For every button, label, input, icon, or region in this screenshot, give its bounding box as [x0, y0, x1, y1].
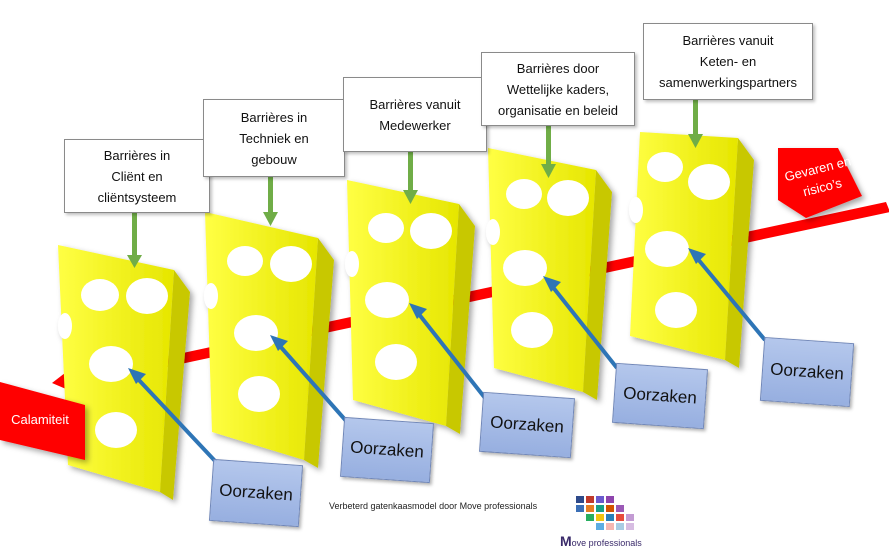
cause-arrow-5-head — [688, 248, 706, 264]
barrier-arrow-1 — [132, 212, 137, 257]
cause-arrow-5 — [695, 256, 767, 342]
cause-arrow-3 — [416, 311, 487, 400]
cause-box-5: Oorzaken — [759, 336, 855, 408]
cause-arrow-4-head — [543, 276, 561, 292]
cause-arrow-4 — [550, 284, 619, 370]
cause-arrow-2 — [277, 343, 350, 425]
logo-wordmark: Move professionals — [560, 533, 642, 549]
barrier-arrow-4 — [546, 126, 551, 166]
cause-arrow-1-head — [128, 368, 146, 384]
caption: Verbeterd gatenkaasmodel door Move profe… — [329, 501, 538, 511]
cause-box-4: Oorzaken — [612, 362, 708, 430]
barrier-arrow-3 — [408, 152, 413, 192]
incident-label: Calamiteit — [11, 411, 69, 427]
incident-label-shape — [0, 382, 85, 460]
hazard-label-shape — [778, 148, 862, 218]
logo-rest: ove professionals — [571, 538, 642, 548]
barrier-arrow-2 — [268, 176, 273, 214]
cause-arrow-1 — [135, 376, 218, 464]
barrier-arrow-1-head — [127, 255, 142, 268]
barrier-box-legal: Barrières door Wettelijke kaders, organi… — [481, 52, 635, 126]
cheese-slice-3 — [345, 180, 475, 434]
barrier-arrow-5-head — [688, 134, 703, 148]
barrier-box-technique: Barrières in Techniek en gebouw — [203, 99, 345, 177]
cause-arrows — [128, 248, 767, 464]
logo-mark — [576, 496, 634, 530]
cause-arrow-3-head — [409, 303, 427, 319]
barrier-box-partners: Barrières vanuit Keten- en samenwerkings… — [643, 23, 813, 100]
barrier-box-employee: Barrières vanuit Medewerker — [343, 77, 487, 152]
barrier-arrow-3-head — [403, 190, 418, 204]
cause-box-2: Oorzaken — [340, 416, 434, 484]
cause-box-1: Oorzaken — [208, 458, 304, 528]
barrier-arrow-4-head — [541, 164, 556, 178]
barrier-arrows — [127, 100, 703, 268]
cause-arrow-2-head — [270, 335, 288, 351]
logo-initial: M — [560, 533, 572, 549]
cheese-slice-1 — [58, 245, 190, 500]
barrier-arrow-2-head — [263, 212, 278, 226]
cause-box-3: Oorzaken — [479, 391, 575, 459]
barrier-arrow-5 — [693, 100, 698, 136]
barrier-box-client: Barrières in Cliënt en cliëntsysteem — [64, 139, 210, 213]
cheese-slice-4 — [486, 148, 612, 400]
cheese-slice-5 — [629, 132, 754, 368]
cheese-slice-2 — [204, 212, 334, 468]
